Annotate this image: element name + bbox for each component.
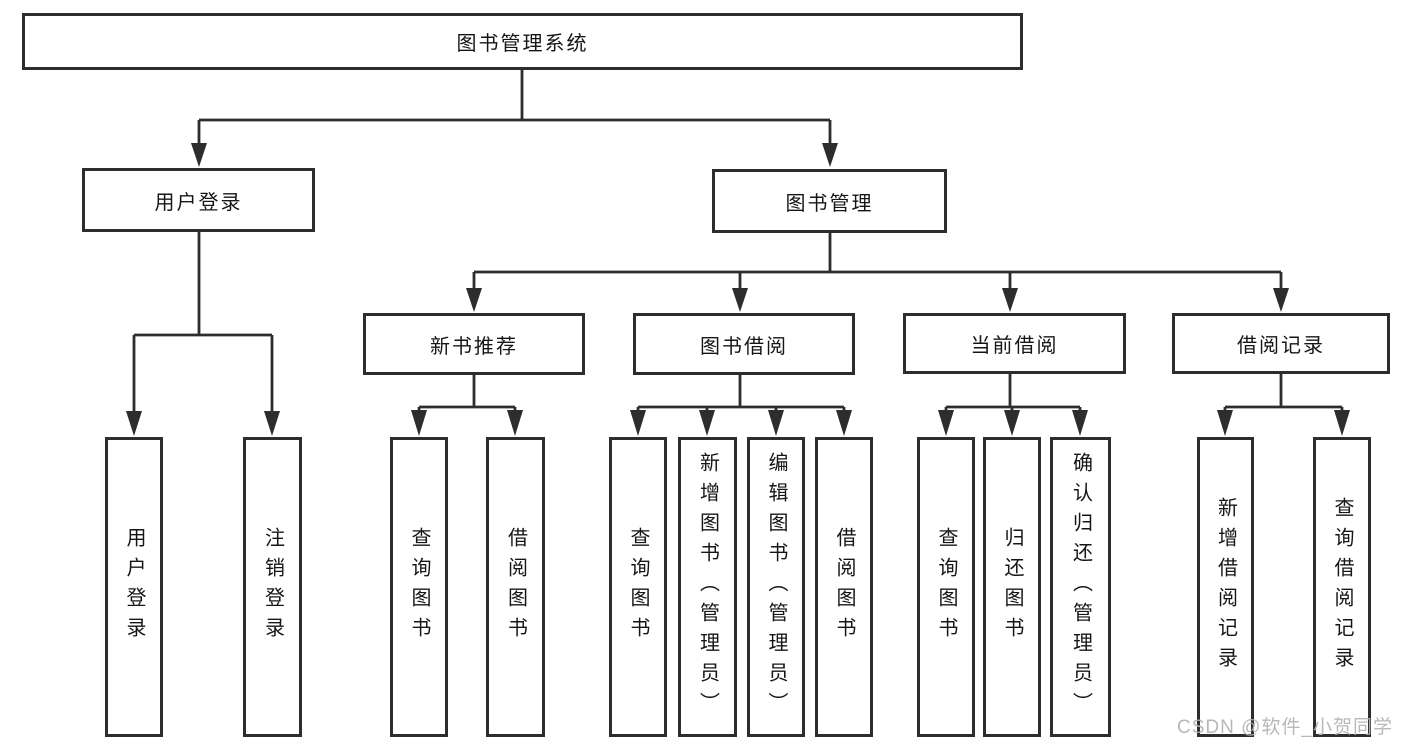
leaf-add-borrow-record: 新增借阅记录 xyxy=(1197,437,1254,737)
arrowheads-level3 xyxy=(466,288,1289,312)
arrowheads-current-borrow-leaves xyxy=(938,410,1088,436)
node-current-borrow-label: 当前借阅 xyxy=(970,335,1059,357)
connector-user-login-to-leaves xyxy=(132,232,274,412)
leaf-query-borrow-record-label: 查询借阅记录 xyxy=(1331,497,1353,677)
connector-current-borrow-to-leaves xyxy=(944,374,1082,412)
arrowheads-new-book-recommend-leaves xyxy=(411,410,523,436)
csdn-watermark: CSDN @软件_小贺同学 xyxy=(1177,717,1393,738)
leaf-query-books-borrow-label: 查询图书 xyxy=(627,527,649,647)
leaf-query-books-current: 查询图书 xyxy=(917,437,975,737)
leaf-query-books-current-label: 查询图书 xyxy=(935,527,957,647)
leaf-user-login: 用户登录 xyxy=(105,437,163,737)
leaf-query-books-recommend-label: 查询图书 xyxy=(408,527,430,647)
leaf-user-login-label: 用户登录 xyxy=(123,527,145,647)
leaf-confirm-return-admin-label: 确认归还（管理员） xyxy=(1069,452,1092,722)
node-system-root-label: 图书管理系统 xyxy=(456,33,589,55)
leaf-query-books-recommend: 查询图书 xyxy=(390,437,448,737)
leaf-return-books-label: 归还图书 xyxy=(1001,527,1023,647)
node-book-management: 图书管理 xyxy=(712,169,947,233)
connector-root-to-level2 xyxy=(197,70,832,144)
connector-book-management-to-level3 xyxy=(472,233,1283,290)
leaf-logout-label: 注销登录 xyxy=(261,527,284,647)
leaf-confirm-return-admin: 确认归还（管理员） xyxy=(1050,437,1111,737)
leaf-add-borrow-record-label: 新增借阅记录 xyxy=(1214,497,1237,677)
node-new-book-recommend-label: 新书推荐 xyxy=(430,335,518,358)
leaf-logout: 注销登录 xyxy=(243,437,302,737)
node-new-book-recommend: 新书推荐 xyxy=(363,313,585,375)
connector-new-book-recommend-to-leaves xyxy=(417,375,517,412)
leaf-query-borrow-record: 查询借阅记录 xyxy=(1313,437,1371,737)
connector-borrow-records-to-leaves xyxy=(1223,374,1344,412)
node-borrow-records-label: 借阅记录 xyxy=(1237,335,1325,357)
leaf-borrow-books-recommend: 借阅图书 xyxy=(486,437,545,737)
node-book-management-label: 图书管理 xyxy=(785,192,874,215)
leaf-edit-book-admin: 编辑图书（管理员） xyxy=(747,437,805,737)
connector-book-borrow-to-leaves xyxy=(636,375,846,412)
leaf-add-book-admin: 新增图书（管理员） xyxy=(678,437,737,737)
leaf-add-book-admin-label: 新增图书（管理员） xyxy=(696,452,719,722)
arrowheads-book-borrow-leaves xyxy=(630,410,852,436)
node-book-borrow-label: 图书借阅 xyxy=(700,335,788,358)
leaf-borrow-books-label: 借阅图书 xyxy=(833,527,855,647)
leaf-borrow-books: 借阅图书 xyxy=(815,437,873,737)
node-book-borrow: 图书借阅 xyxy=(633,313,855,375)
leaf-edit-book-admin-label: 编辑图书（管理员） xyxy=(765,452,787,722)
arrowheads-user-login-leaves xyxy=(126,411,280,436)
node-user-login-label: 用户登录 xyxy=(154,191,243,214)
leaf-return-books: 归还图书 xyxy=(983,437,1041,737)
arrowheads-level2 xyxy=(191,143,838,167)
node-borrow-records: 借阅记录 xyxy=(1172,313,1390,374)
node-current-borrow: 当前借阅 xyxy=(903,313,1126,374)
arrowheads-borrow-records-leaves xyxy=(1217,410,1350,436)
leaf-borrow-books-recommend-label: 借阅图书 xyxy=(504,527,527,647)
node-user-login: 用户登录 xyxy=(82,168,315,232)
node-system-root: 图书管理系统 xyxy=(22,13,1023,70)
leaf-query-books-borrow: 查询图书 xyxy=(609,437,667,737)
